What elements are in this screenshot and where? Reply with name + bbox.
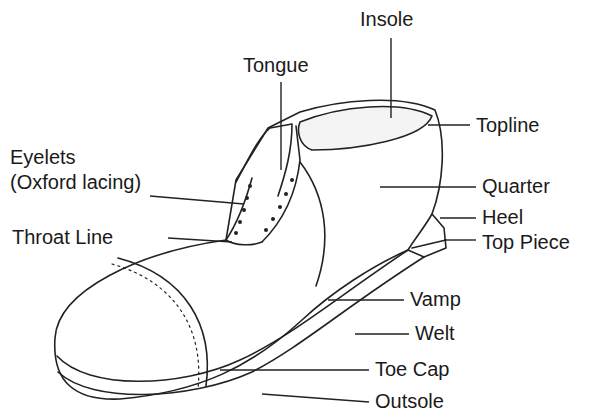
part-label: Toe Cap [375, 357, 450, 382]
toe-cap-seam [118, 258, 207, 386]
part-label: Quarter [482, 174, 550, 199]
part-label: Eyelets (Oxford lacing) [10, 145, 146, 195]
toe-cap-stitch [112, 264, 199, 388]
shoe-outline [55, 100, 446, 399]
eyelets [234, 178, 294, 235]
part-label: Top Piece [482, 230, 570, 255]
welt-line [57, 250, 408, 381]
part-label: Topline [476, 113, 539, 138]
left-facing [226, 178, 252, 240]
part-label: Welt [415, 321, 455, 346]
outsole-line [58, 257, 424, 395]
tongue-shape [236, 124, 292, 196]
insole-shape [299, 107, 433, 150]
part-label: Throat Line [12, 225, 113, 250]
part-label: Heel [482, 205, 523, 230]
part-label: Insole [360, 7, 413, 32]
part-label: Tongue [243, 53, 309, 78]
part-label: Vamp [410, 287, 461, 312]
leader-lines [150, 38, 476, 402]
part-label: Outsole [375, 389, 444, 414]
quarter-seam [300, 162, 325, 286]
top-piece-line [412, 240, 446, 248]
